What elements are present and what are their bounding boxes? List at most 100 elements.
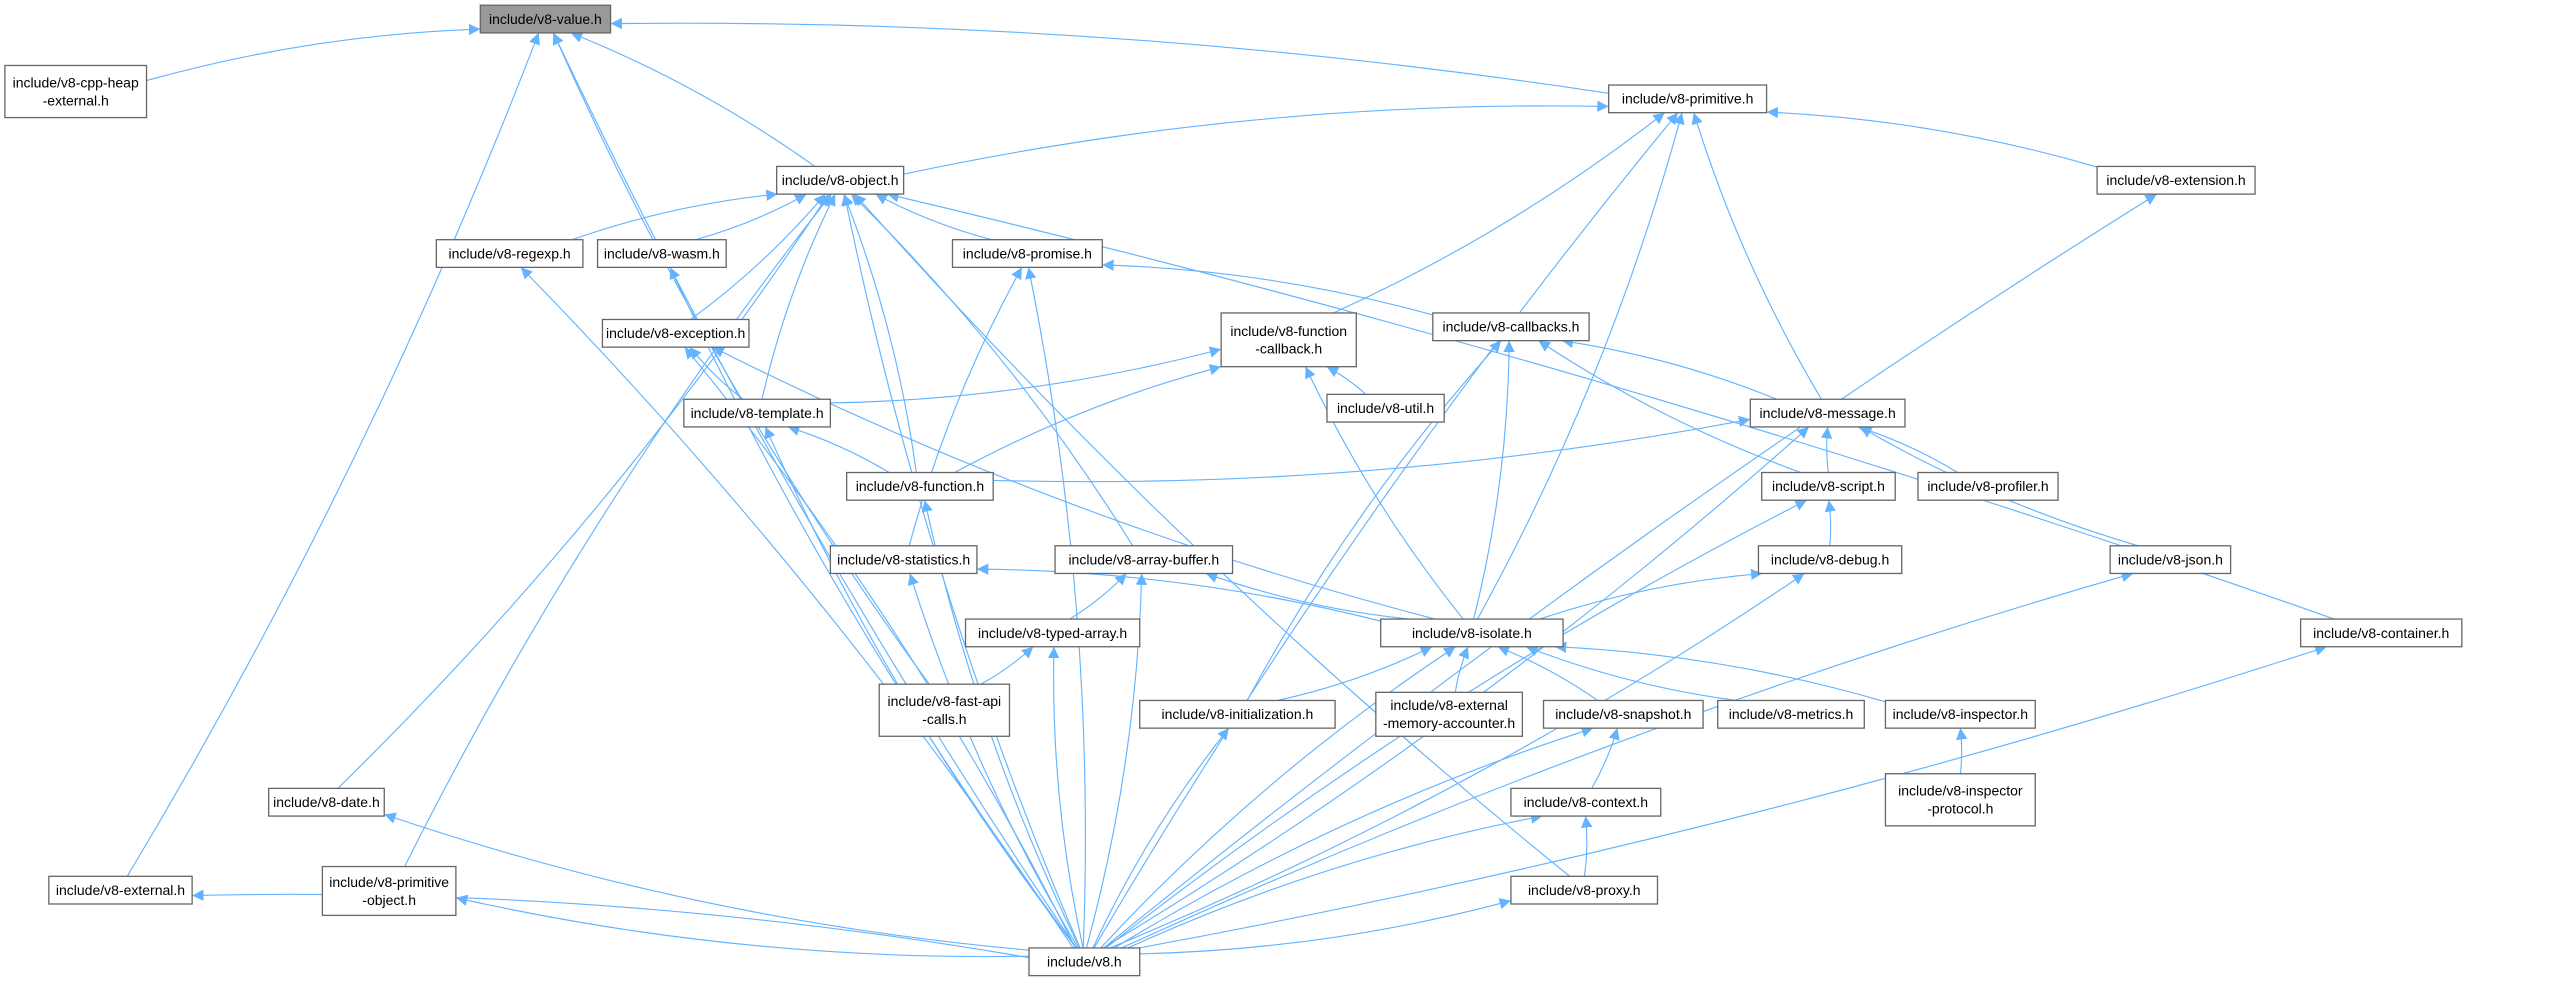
edge-v8-to-initialization: [1092, 727, 1230, 949]
edge-v8-to-isolate: [1100, 646, 1456, 949]
node-box: [1917, 471, 2059, 501]
node-label: include/v8-date.h: [273, 794, 380, 810]
node-box: [775, 165, 905, 195]
edge-initialization-to-callbacks: [1246, 340, 1502, 701]
edge-v8-to-extension: [1103, 193, 2158, 949]
node-promise[interactable]: include/v8-promise.h: [951, 239, 1103, 269]
node-value[interactable]: include/v8-value.h: [479, 4, 612, 34]
node-snapshot[interactable]: include/v8-snapshot.h: [1542, 699, 1704, 729]
node-label: include/v8-util.h: [1337, 400, 1434, 416]
node-label: include/v8-value.h: [489, 11, 602, 27]
edge-initialization-to-isolate: [1277, 646, 1433, 702]
node-fcallback[interactable]: include/v8-function-callback.h: [1220, 312, 1357, 368]
edge-external-to-value: [126, 32, 540, 877]
node-box: [479, 4, 612, 34]
edge-v8-to-proxy: [1139, 898, 1512, 955]
node-label: include/v8-array-buffer.h: [1068, 552, 1219, 568]
edge-regexp-to-object: [571, 189, 778, 241]
node-template[interactable]: include/v8-template.h: [683, 398, 832, 428]
node-container[interactable]: include/v8-container.h: [2299, 618, 2463, 648]
node-box: [951, 239, 1103, 269]
node-arraybuffer[interactable]: include/v8-array-buffer.h: [1054, 545, 1234, 575]
node-v8[interactable]: include/v8.h: [1028, 947, 1141, 977]
node-label: -object.h: [362, 892, 416, 908]
node-box: [1220, 312, 1357, 368]
node-extmem[interactable]: include/v8-external-memory-accounter.h: [1375, 691, 1524, 737]
edge-date-to-object: [337, 193, 830, 789]
edge-v8-to-value: [552, 32, 1077, 949]
edge-message-to-callbacks: [1561, 336, 1778, 400]
node-box: [683, 398, 832, 428]
edge-isolate-to-primitive: [1476, 112, 1685, 620]
node-regexp[interactable]: include/v8-regexp.h: [435, 239, 584, 269]
node-context[interactable]: include/v8-context.h: [1510, 787, 1662, 817]
node-box: [1375, 691, 1524, 737]
edge-statistics-to-promise: [908, 267, 1023, 546]
node-debug[interactable]: include/v8-debug.h: [1757, 545, 1903, 575]
edge-v8-to-promise: [1025, 267, 1086, 948]
node-date[interactable]: include/v8-date.h: [267, 787, 385, 817]
edge-script-to-callbacks: [1538, 340, 1802, 474]
node-callbacks[interactable]: include/v8-callbacks.h: [1432, 312, 1590, 342]
edge-v8-to-container: [1138, 644, 2327, 949]
node-label: include/v8-wasm.h: [604, 245, 720, 261]
edge-v8-to-typedarray: [1048, 646, 1084, 949]
node-label: include/v8-inspector: [1898, 783, 2023, 799]
node-object[interactable]: include/v8-object.h: [775, 165, 905, 195]
edge-fastapi-to-value: [552, 32, 930, 685]
node-primobj[interactable]: include/v8-primitive -object.h: [321, 865, 457, 917]
node-proxy[interactable]: include/v8-proxy.h: [1510, 875, 1659, 905]
node-script[interactable]: include/v8-script.h: [1761, 471, 1896, 501]
edge-v8-to-statistics: [907, 573, 1079, 949]
node-wasm[interactable]: include/v8-wasm.h: [596, 239, 727, 269]
edge-v8-to-external: [192, 889, 1030, 959]
edge-template-to-fcallback: [830, 346, 1222, 404]
node-primitive[interactable]: include/v8-primitive.h: [1607, 84, 1768, 114]
node-cppheap[interactable]: include/v8-cpp-heap-external.h: [4, 64, 148, 119]
node-metrics[interactable]: include/v8-metrics.h: [1717, 699, 1865, 729]
node-box: [1380, 618, 1564, 648]
edge-v8-to-snapshot: [1114, 726, 1594, 949]
node-label: include/v8-typed-array.h: [978, 625, 1127, 641]
node-box: [1749, 398, 1906, 428]
edge-function-to-fcallback: [954, 364, 1222, 474]
edge-function-to-template: [787, 424, 890, 474]
node-box: [1139, 699, 1336, 729]
node-box: [4, 64, 148, 119]
node-fastapi[interactable]: include/v8-fast-api-calls.h: [878, 683, 1011, 737]
node-extension[interactable]: include/v8-extension.h: [2096, 165, 2256, 195]
node-label: -external.h: [43, 92, 109, 108]
edge-isolate-to-arraybuffer: [1205, 571, 1410, 620]
node-label: include/v8.h: [1047, 954, 1122, 970]
node-label: include/v8-function: [1230, 323, 1347, 339]
node-box: [1028, 947, 1141, 977]
node-initialization[interactable]: include/v8-initialization.h: [1139, 699, 1336, 729]
node-external[interactable]: include/v8-external.h: [48, 875, 193, 905]
node-profiler[interactable]: include/v8-profiler.h: [1917, 471, 2059, 501]
node-label: include/v8-external: [1390, 697, 1508, 713]
node-label: include/v8-regexp.h: [449, 245, 571, 261]
edge-v8-to-primitive: [1093, 112, 1679, 949]
node-box: [1884, 699, 2036, 729]
node-box: [1054, 545, 1234, 575]
node-inspector[interactable]: include/v8-inspector.h: [1884, 699, 2036, 729]
node-function[interactable]: include/v8-function.h: [846, 471, 994, 501]
node-message[interactable]: include/v8-message.h: [1749, 398, 1906, 428]
node-label: include/v8-primitive: [329, 874, 449, 890]
node-statistics[interactable]: include/v8-statistics.h: [829, 545, 978, 575]
edge-wasm-to-object: [695, 193, 807, 241]
node-exception[interactable]: include/v8-exception.h: [601, 318, 750, 348]
edge-proxy-to-context: [1581, 816, 1593, 877]
node-isolate[interactable]: include/v8-isolate.h: [1380, 618, 1564, 648]
node-box: [601, 318, 750, 348]
edge-isolate-to-fcallback: [1304, 366, 1464, 620]
node-box: [48, 875, 193, 905]
edge-promise-to-object: [875, 193, 993, 241]
node-label: include/v8-container.h: [2313, 625, 2449, 641]
node-typedarray[interactable]: include/v8-typed-array.h: [964, 618, 1141, 648]
edge-exception-to-object: [690, 193, 826, 320]
node-json[interactable]: include/v8-json.h: [2109, 545, 2232, 575]
node-inspectorproto[interactable]: include/v8-inspector-protocol.h: [1884, 773, 2036, 827]
node-util[interactable]: include/v8-util.h: [1326, 393, 1445, 423]
edge-v8-to-regexp: [520, 266, 1074, 949]
